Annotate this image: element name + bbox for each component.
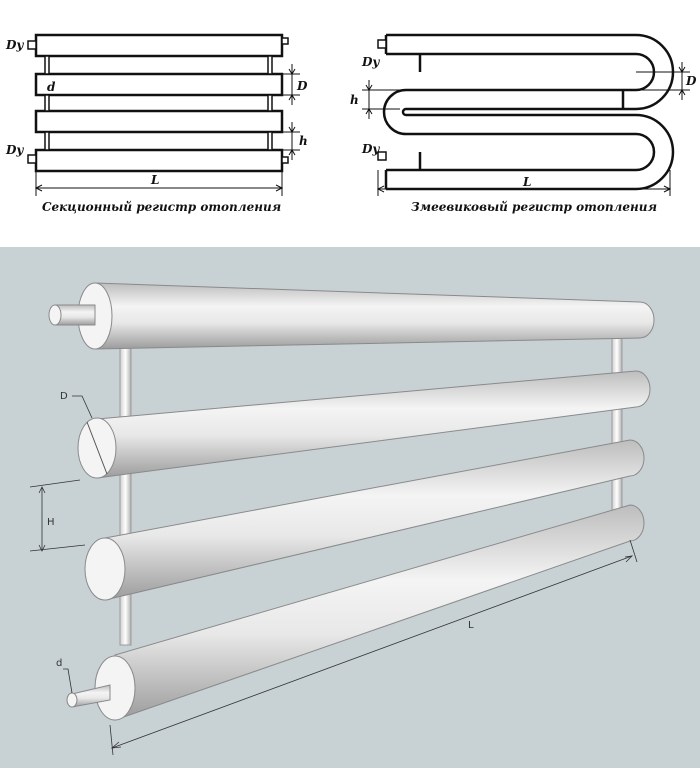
render-dimension-l <box>109 539 638 756</box>
coil-dimension-h <box>362 80 400 119</box>
coil-outer-path <box>386 33 675 191</box>
coil-dy-bottom-label: Dy <box>361 142 380 156</box>
section-h-label: h <box>299 134 308 148</box>
section-nozzles <box>27 37 289 164</box>
render-inner-diameter-label: d <box>56 658 62 669</box>
section-pipe-4 <box>34 148 284 173</box>
render-3d <box>0 247 700 768</box>
section-caption: Секционный регистр отопления <box>42 200 281 214</box>
render-pipe-3 <box>84 439 645 601</box>
coil-inner-path <box>382 52 656 172</box>
section-register-diagram <box>27 33 300 196</box>
coil-nozzles <box>377 39 387 161</box>
render-height-label: H <box>47 517 55 528</box>
section-d-small-label: d <box>47 80 56 94</box>
section-l-label: L <box>150 173 159 187</box>
section-pipe-1 <box>34 33 284 58</box>
coil-caption: Змеевиковый регистр отопления <box>411 200 657 214</box>
section-pipe-2 <box>34 72 284 97</box>
render-dimension-d-small <box>63 668 73 694</box>
render-diameter-label: D <box>60 391 68 402</box>
section-d-big-label: D <box>296 79 308 93</box>
section-dimension-d <box>282 64 300 105</box>
coil-l-label: L <box>522 175 531 189</box>
render-pipe-2 <box>77 370 651 479</box>
section-dimension-h <box>282 122 300 160</box>
render-pipe-4 <box>66 504 645 721</box>
coil-register-diagram <box>382 33 675 191</box>
section-pipe-3 <box>34 109 284 134</box>
render-dimension-d <box>72 395 93 419</box>
section-dimension-l <box>34 171 284 196</box>
render-dimension-h <box>29 479 86 552</box>
coil-dimension-l <box>376 170 672 196</box>
section-dy-bottom-label: Dy <box>5 143 24 157</box>
render-pipe-1 <box>48 282 655 350</box>
coil-d-big-label: D <box>685 74 697 88</box>
coil-dimension-d <box>636 62 690 100</box>
coil-h-label: h <box>350 93 359 107</box>
coil-supports <box>418 54 625 170</box>
section-dy-top-label: Dy <box>5 38 24 52</box>
section-connectors <box>44 55 273 151</box>
coil-dy-top-label: Dy <box>361 55 380 69</box>
render-length-label: L <box>468 620 474 631</box>
